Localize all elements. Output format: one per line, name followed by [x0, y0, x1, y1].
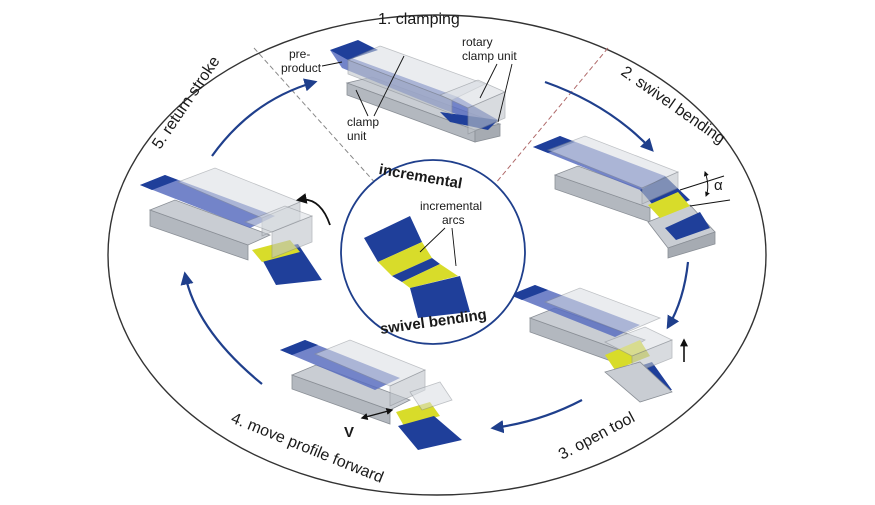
step-title-clamping: 1. clamping — [378, 11, 460, 28]
leader-clamp-2 — [373, 55, 405, 117]
center-circle — [340, 159, 526, 345]
tool-clamping — [330, 40, 506, 143]
alpha-arc — [703, 171, 710, 197]
tool-open — [510, 285, 673, 403]
step-title-return-stroke: 5. return stroke — [149, 53, 223, 152]
cycle-arrow-1-to-2 — [544, 80, 654, 152]
rotate-back-arrow — [295, 193, 331, 226]
label-alpha: α — [714, 177, 723, 194]
alpha-line-1 — [679, 175, 725, 191]
divider-line-left — [253, 47, 379, 187]
label-rotary-line1: rotary — [462, 35, 493, 49]
leader-rotary-2 — [497, 63, 513, 123]
step-title-swivel-bending: 2. swivel bending — [618, 63, 728, 147]
v-arrow — [360, 408, 394, 420]
label-clamp-unit-line1: clamp — [347, 115, 379, 129]
alpha-line-2 — [689, 199, 731, 207]
label-pre-product-line1: pre- — [289, 47, 310, 61]
center-bent-profile — [364, 216, 470, 318]
leader-arcs-2 — [451, 227, 457, 267]
label-clamp-unit-line2: unit — [347, 129, 367, 143]
label-pre-product-line2: product — [281, 61, 322, 75]
tool-return-stroke — [140, 167, 322, 285]
leader-arcs-1 — [419, 227, 446, 253]
label-rotary-line2: clamp unit — [462, 49, 517, 63]
tool-move-forward — [280, 339, 462, 450]
outer-ellipse — [107, 14, 767, 496]
divider-line-right — [494, 47, 609, 185]
cycle-arrow-5-to-1 — [211, 78, 318, 157]
leader-clamp-1 — [355, 89, 369, 117]
tool-swivel-bending — [533, 135, 716, 259]
label-incremental-arcs-line1: incremental — [420, 199, 482, 213]
label-incremental-arcs-line2: arcs — [442, 213, 465, 227]
leader-pre-product — [321, 61, 343, 67]
cycle-arrow-4-to-5 — [180, 271, 263, 385]
cycle-arrow-3-to-4 — [490, 399, 583, 434]
cycle-arrow-2-to-3 — [666, 261, 690, 330]
step-title-open-tool: 3. open tool — [556, 409, 638, 463]
leader-rotary-1 — [479, 63, 498, 99]
label-v: V — [344, 424, 354, 441]
